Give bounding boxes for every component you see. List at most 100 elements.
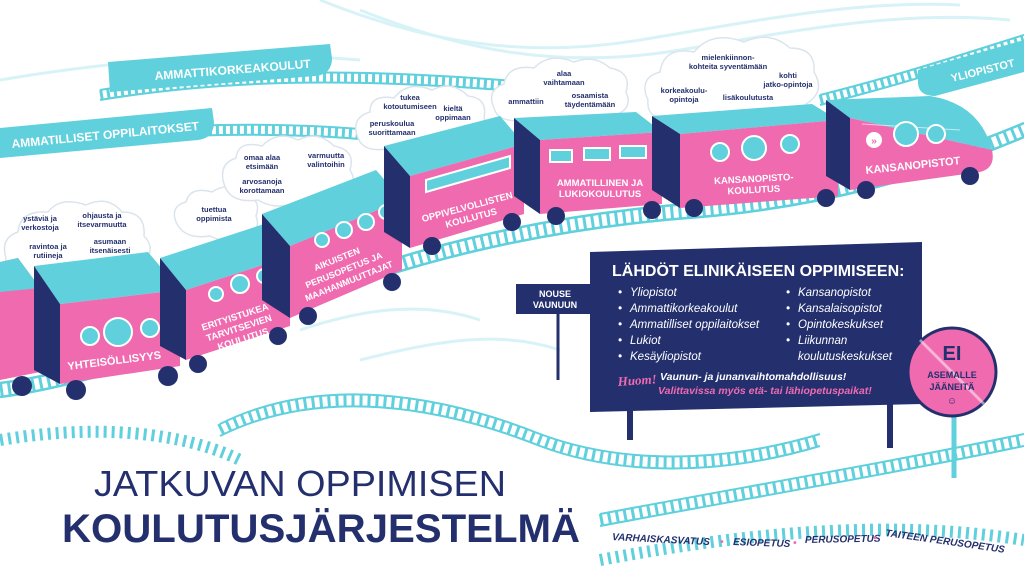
svg-text:•: • [786,319,790,331]
svg-text:•: • [618,303,622,315]
svg-text:•: • [618,287,622,299]
cloud-text: valintoihin [307,160,345,169]
cloud-text: oppimaan [435,113,471,122]
cloud-text: peruskoulua [370,119,415,128]
cloud-text: ammattiin [508,97,544,106]
board-title: LÄHDÖT ELINIKÄISEEN OPPIMISEEN: [612,261,904,280]
stop-sign-text: JÄÄNEITÄ [929,382,975,392]
board-col1: • Yliopistot • Ammattikorkeakoulut • Amm… [618,287,760,363]
bottom-label-perusopetus: PERUSOPETUS [805,534,881,546]
cloud-text: rutiineja [33,251,63,260]
stop-sign-text: EI [943,343,962,365]
wagon-ammatillinen [514,112,662,225]
bottom-label-esiopetus: ESIOPETUS [733,537,791,550]
wagon-label: KOULUTUS [727,184,780,198]
svg-text:•: • [786,303,790,315]
board-item: Ammattikorkeakoulut [629,303,738,315]
smiley-icon: ☺ [947,396,957,407]
wagon-kansanopistokoulutus [652,104,838,217]
cloud-text: verkostoja [21,223,59,232]
cloud-text: opintoja [669,95,699,104]
board-col2: • Kansanopistot • Kansalaisopistot • Opi… [786,287,893,363]
board-item: Kansalaisopistot [798,303,883,315]
board-item: koulutuskeskukset [798,351,893,363]
cloud-text: korottamaan [239,186,284,195]
cloud-text: asumaan [94,237,127,246]
bottom-label-taiteen: TAITEEN PERUSOPETUS [885,528,1006,556]
svg-text:•: • [618,319,622,331]
board-note: Valittavissa myös etä- tai lähiopetuspai… [658,385,872,397]
cloud-yhteisollisyys: ystäviä ja verkostoja ohjausta ja itseva… [3,200,151,286]
cloud-text: kohteita syventämään [689,62,768,71]
wagon-yhteisollisyys [34,252,180,400]
cloud-text: varmuutta [308,151,345,160]
boarding-sign: NOUSE VAUNUUN [516,284,594,380]
cloud-text: kotoutumiseen [383,102,437,111]
cloud-text: omaa alaa [244,153,281,162]
board-item: Ammatilliset oppilaitokset [629,319,760,331]
departures-board: LÄHDÖT ELINIKÄISEEN OPPIMISEEN: • Yliopi… [590,242,922,448]
stop-sign-text: ASEMALLE [927,370,977,380]
wagon-partial [0,258,40,396]
bottom-track [598,433,1024,566]
cloud-text: itsenäisesti [90,246,131,255]
forward-icon [866,132,882,148]
wagon-label: AMMATILLINEN JA [557,178,644,189]
cloud-text: suorittamaan [368,128,416,137]
cloud-text: itsevarmuutta [77,220,127,229]
track-yliopistot [818,34,1024,106]
cloud-text: tukea [400,93,420,102]
svg-text:•: • [786,335,790,347]
cloud-tuettua: tuettua oppimista [173,186,259,242]
wagon-label: KANSANOPISTO- [714,172,794,187]
wagon-label: LUKIOKOULUTUS [559,189,641,200]
board-huom: Huom! [616,371,657,389]
no-one-left-sign: EI ASEMALLE JÄÄNEITÄ ☺ [906,326,998,478]
locomotive: » [826,96,993,199]
cloud-text: ystäviä ja [23,214,58,223]
cloud-omaa-alaa: omaa alaa etsimään arvosanoja korottamaa… [221,135,355,207]
wagon-kansanopistokoulutus-label: KANSANOPISTO- KOULUTUS [714,172,794,197]
cloud-text: täydentämään [565,100,616,109]
bottom-label-varhaiskasvatus: VARHAISKASVATUS [612,532,711,548]
boarding-sign-text: NOUSE [539,289,571,299]
bottom-dot: • [720,537,724,548]
cloud-text: kieltä [443,104,463,113]
cloud-text: tuettua [202,205,228,214]
bottom-dot: • [793,538,797,549]
board-item: Lukiot [630,335,661,347]
board-item: Liikunnan [798,335,847,347]
cloud-text: kohti [779,71,797,80]
lower-track [0,393,822,470]
board-item: Kesäyliopistot [630,351,702,363]
svg-text:•: • [618,335,622,347]
cloud-text: vaihtamaan [543,78,585,87]
wagon-aikuisten [262,170,402,325]
cloud-text: mielenkiinnon- [702,53,755,62]
title-line2: KOULUTUSJÄRJESTELMÄ [62,507,580,551]
cloud-text: osaamista [572,91,610,100]
cloud-text: jatko-opintoja [762,80,813,89]
board-item: Yliopistot [630,287,677,299]
cloud-text: lisäkoulutusta [723,93,774,102]
boarding-sign-text: VAUNUUN [533,300,577,310]
wagon-oppivelvollisten [384,116,524,255]
cloud-text: ravintoa ja [29,242,67,251]
cloud-text: korkeakoulu- [661,86,708,95]
cloud-text: etsimään [246,162,279,171]
wagon-ammatillinen-label: AMMATILLINEN JA LUKIOKOULUTUS [557,178,644,200]
board-note: Vaunun- ja junanvaihtomahdollisuus! [660,371,847,383]
cloud-text: ohjausta ja [82,211,122,220]
cloud-text: alaa [557,69,572,78]
bottom-dot: • [873,533,877,544]
board-item: Kansanopistot [798,287,872,299]
cloud-text: arvosanoja [242,177,282,186]
forward-icon-glyph: » [871,136,877,147]
title-line1: JATKUVAN OPPIMISEN [94,463,506,504]
svg-text:•: • [618,351,622,363]
svg-text:•: • [786,287,790,299]
board-item: Opintokeskukset [798,319,884,331]
cloud-text: oppimista [196,214,232,223]
